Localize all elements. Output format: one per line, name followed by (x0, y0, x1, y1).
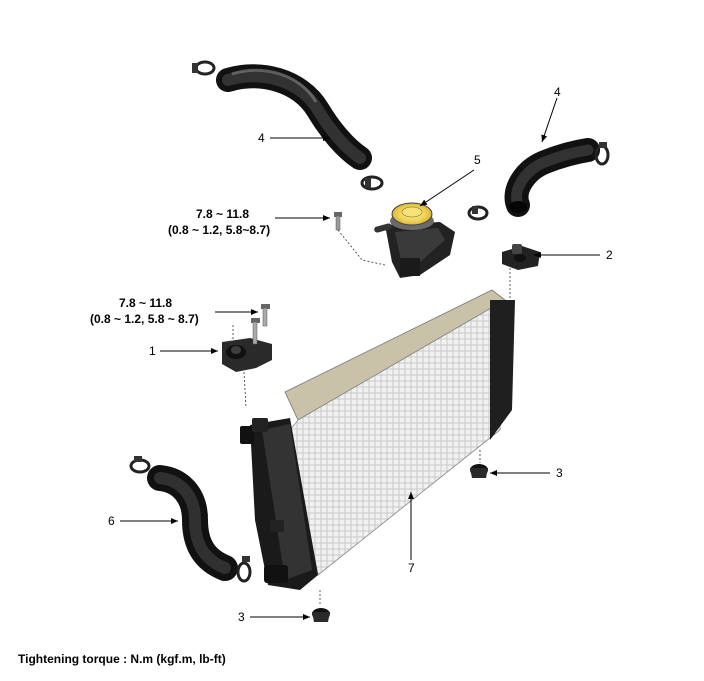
callout-6-lower-hose: 6 (108, 514, 115, 528)
callout-5-radiator-cap: 5 (474, 153, 481, 167)
torque-spec-lower-alt: (0.8 ~ 1.2, 5.8 ~ 8.7) (90, 312, 199, 326)
mounting-bolt (334, 212, 342, 231)
lower-radiator-hose (147, 465, 238, 581)
upper-mounting-bracket-left (222, 338, 272, 372)
torque-spec-upper-nm: 7.8 ~ 11.8 (196, 207, 249, 221)
callout-3-insulator-right: 3 (556, 466, 563, 480)
lower-mount-insulator (470, 464, 488, 478)
torque-spec-upper-alt: (0.8 ~ 1.2, 5.8~8.7) (168, 223, 270, 237)
hose-clamp (467, 142, 610, 221)
leader-line (541, 97, 558, 143)
callout-7-radiator: 7 (408, 561, 415, 575)
callout-3-insulator-bottom: 3 (238, 610, 245, 624)
callout-4-upper-hose: 4 (258, 131, 265, 145)
callout-1-bracket-left: 1 (149, 344, 156, 358)
radiator-cap (390, 202, 434, 230)
radiator-filler-neck (374, 222, 455, 278)
callout-4-reservoir-hose: 4 (554, 85, 561, 99)
hose-clamp (192, 60, 384, 191)
reservoir-hose (504, 138, 600, 217)
upper-radiator-hose (216, 64, 372, 170)
hose-clamp (129, 456, 252, 583)
upper-mounting-bracket-right (502, 244, 540, 270)
torque-spec-lower-nm: 7.8 ~ 11.8 (119, 296, 172, 310)
leader-line (419, 169, 475, 207)
callout-2-bracket-right: 2 (606, 248, 613, 262)
torque-units-footnote: Tightening torque : N.m (kgf.m, lb-ft) (18, 652, 226, 666)
lower-mount-insulator (312, 608, 330, 622)
radiator-core (240, 289, 515, 590)
mounting-bolt (251, 304, 270, 345)
